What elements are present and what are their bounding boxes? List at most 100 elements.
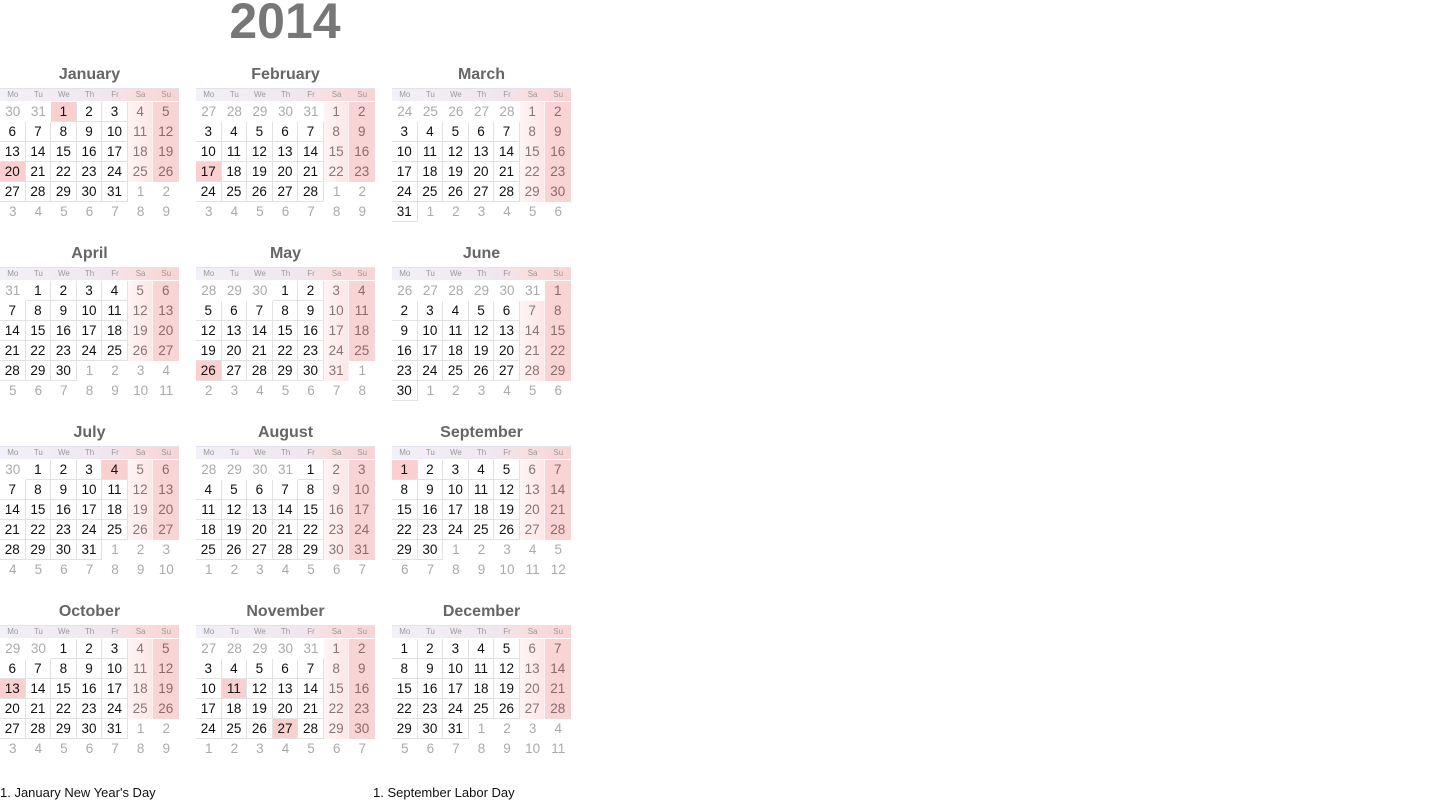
day-cell: 27 (422, 283, 438, 298)
day-cell: 29 (226, 462, 242, 477)
day-cell: 30 (323, 540, 350, 560)
day-cell: 15 (392, 679, 418, 699)
day-cell: 4 (127, 639, 154, 659)
day-cell: 30 (277, 104, 293, 119)
day-cell: 20 (272, 699, 299, 719)
day-cell: 6 (60, 562, 68, 577)
day-cell: 28 (272, 540, 299, 560)
day-cell: 21 (25, 162, 52, 182)
day-cell: 11 (102, 301, 128, 321)
day-cell: 30 (392, 381, 418, 401)
day-cell: 5 (554, 542, 562, 557)
weekday-label: Fr (111, 90, 119, 99)
day-cell: 17 (349, 500, 375, 520)
day-cell: 10 (323, 301, 350, 321)
day-cell: 29 (519, 182, 546, 202)
day-cell: 24 (196, 182, 222, 202)
day-cell: 22 (323, 162, 350, 182)
day-cell: 17 (443, 500, 469, 520)
day-cell: 26 (127, 520, 154, 540)
day-cell: 7 (272, 480, 299, 500)
day-cell: 5 (196, 301, 222, 321)
day-cell: 11 (551, 741, 566, 756)
day-cell: 2 (477, 542, 486, 557)
day-cell: 4 (34, 741, 43, 756)
day-cell: 5 (494, 460, 520, 480)
weekday-label: Mo (399, 448, 411, 457)
day-cell: 11 (525, 562, 540, 577)
weekday-label: We (449, 269, 462, 278)
day-cell: 26 (221, 540, 248, 560)
day-cell: 18 (221, 162, 248, 182)
day-cell: 27 (221, 361, 248, 381)
day-cell: 30 (5, 462, 21, 477)
month-title: March (457, 66, 506, 83)
day-cell: 21 (247, 341, 273, 361)
day-cell: 16 (349, 679, 375, 699)
day-cell: 6 (85, 204, 94, 219)
day-cell: 3 (136, 363, 145, 378)
weekday-label: We (57, 269, 70, 278)
day-cell: 18 (196, 520, 222, 540)
day-cell: 11 (196, 500, 222, 520)
day-cell: 7 (494, 122, 520, 142)
day-cell: 19 (196, 341, 222, 361)
day-cell: 5 (468, 301, 495, 321)
day-cell: 4 (34, 204, 43, 219)
day-cell: 16 (545, 142, 571, 162)
day-cell: 14 (25, 142, 52, 162)
day-cell: 19 (153, 679, 179, 699)
day-cell: 2 (230, 741, 239, 756)
day-cell: 29 (252, 104, 268, 119)
weekday-label: Mo (399, 627, 411, 636)
day-cell: 5 (34, 562, 43, 577)
day-cell: 5 (60, 204, 68, 219)
day-cell: 14 (298, 142, 324, 162)
day-cell: 21 (298, 699, 324, 719)
day-cell: 27 (519, 520, 546, 540)
day-cell: 2 (545, 102, 571, 122)
day-cell: 26 (494, 520, 520, 540)
day-cell: 12 (127, 301, 154, 321)
day-cell: 4 (281, 741, 290, 756)
day-cell: 18 (349, 321, 375, 341)
day-cell: 12 (196, 321, 222, 341)
day-cell: 15 (519, 142, 546, 162)
day-cell: 11 (417, 142, 444, 162)
day-cell: 21 (545, 679, 571, 699)
holiday-day-cell: 20 (0, 162, 26, 182)
day-cell: 8 (477, 741, 486, 756)
day-cell: 28 (298, 182, 324, 202)
day-cell: 29 (5, 641, 21, 656)
day-cell: 27 (494, 361, 520, 381)
day-cell: 1 (392, 639, 418, 659)
day-cell: 8 (392, 659, 418, 679)
day-cell: 5 (256, 204, 264, 219)
day-cell: 1 (358, 363, 366, 378)
day-cell: 7 (111, 741, 119, 756)
holiday-day-cell: 26 (196, 361, 222, 381)
weekday-label: Tu (229, 448, 239, 457)
day-cell: 9 (349, 122, 375, 142)
day-cell: 6 (281, 204, 290, 219)
day-cell: 29 (226, 283, 242, 298)
day-cell: 24 (443, 699, 469, 719)
day-cell: 1 (136, 721, 145, 736)
day-cell: 9 (392, 321, 418, 341)
day-cell: 1 (51, 639, 77, 659)
day-cell: 27 (201, 104, 217, 119)
weekday-label: Sa (135, 448, 146, 457)
day-cell: 2 (323, 460, 350, 480)
day-cell: 20 (272, 162, 299, 182)
day-cell: 13 (153, 301, 179, 321)
day-cell: 1 (205, 741, 213, 756)
day-cell: 28 (201, 283, 217, 298)
day-cell: 2 (452, 383, 460, 398)
day-cell: 4 (443, 301, 469, 321)
weekday-label: Tu (425, 90, 435, 99)
day-cell: 9 (76, 659, 103, 679)
